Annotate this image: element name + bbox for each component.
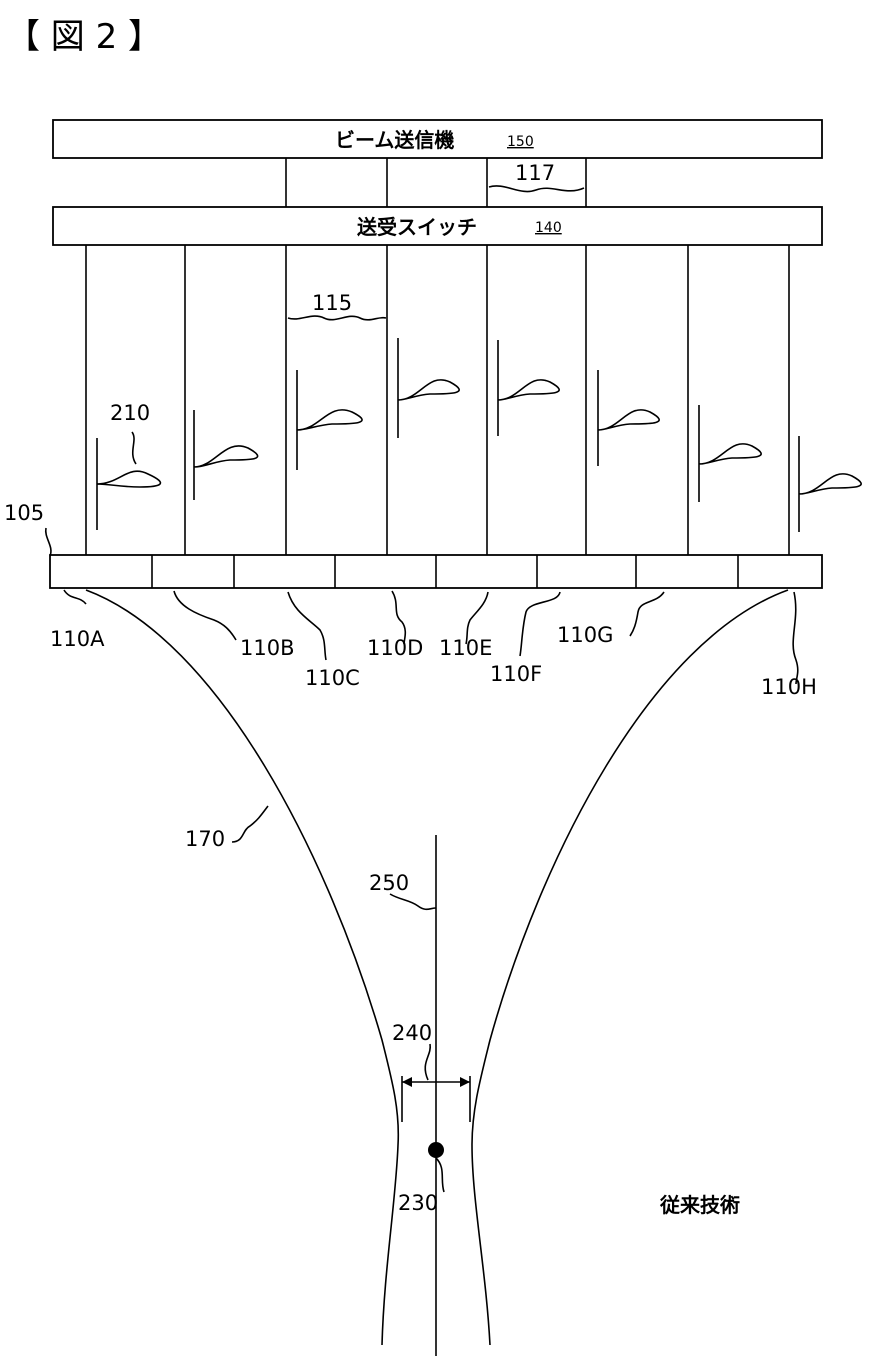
label-110D: 110D — [367, 636, 423, 660]
figure-label: 【 図 2 】 — [6, 17, 162, 57]
label-240: 240 — [392, 1021, 432, 1045]
beam-envelope-left — [86, 590, 398, 1345]
beam-envelope-right — [472, 590, 788, 1345]
label-110E: 110E — [439, 636, 492, 660]
lead-230 — [436, 1158, 444, 1192]
label-250: 250 — [369, 871, 409, 895]
beam-transmitter-label: ビーム送信機 — [335, 128, 454, 152]
label-105: 105 — [4, 501, 44, 525]
lead-170 — [232, 806, 268, 842]
label-230: 230 — [398, 1191, 438, 1215]
label-110C: 110C — [305, 666, 360, 690]
tr-switch-label: 送受スイッチ — [357, 215, 477, 239]
element-leads — [64, 590, 798, 684]
lead-250 — [390, 894, 436, 909]
label-170: 170 — [185, 827, 225, 851]
lead-210 — [132, 432, 136, 464]
lead-240 — [425, 1044, 430, 1080]
label-210: 210 — [110, 401, 150, 425]
label-115: 115 — [312, 291, 352, 315]
lead-105 — [46, 528, 51, 556]
lead-117 — [489, 186, 584, 192]
label-110F: 110F — [490, 662, 542, 686]
tr-switch-ref: 140 — [535, 220, 562, 236]
focal-point — [428, 1142, 444, 1158]
arrowhead-right — [460, 1077, 470, 1087]
lead-115 — [288, 316, 386, 320]
label-117: 117 — [515, 161, 555, 185]
beam-transmitter-ref: 150 — [507, 134, 534, 150]
prior-art-caption: 従来技術 — [659, 1193, 740, 1217]
label-110G: 110G — [557, 623, 613, 647]
channel-lines — [86, 245, 789, 555]
label-110A: 110A — [50, 627, 105, 651]
label-110H: 110H — [761, 675, 817, 699]
arrowhead-left — [402, 1077, 412, 1087]
label-110B: 110B — [240, 636, 295, 660]
delay-pulses — [97, 338, 861, 532]
